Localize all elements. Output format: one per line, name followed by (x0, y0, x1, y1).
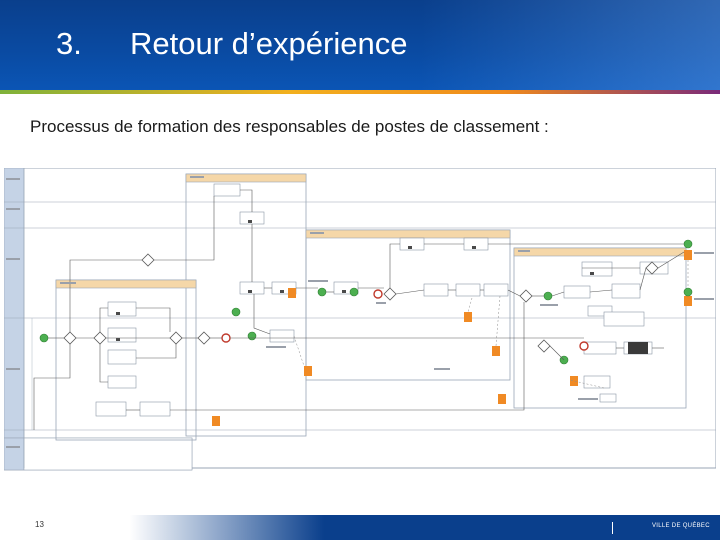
page-number: 13 (35, 520, 44, 529)
subtitle: Processus de formation des responsables … (30, 117, 549, 136)
footer-bar (0, 515, 720, 540)
color-stripe (0, 90, 720, 94)
section-number: 3. (56, 26, 82, 61)
footer-divider (612, 522, 613, 534)
bpmn-diagram (4, 168, 716, 471)
header-banner: 3. Retour d’expérience (0, 0, 720, 90)
page-title: Retour d’expérience (130, 26, 408, 61)
city-logo-text: VILLE DE QUÉBEC (652, 523, 710, 529)
header-shine (420, 0, 720, 90)
